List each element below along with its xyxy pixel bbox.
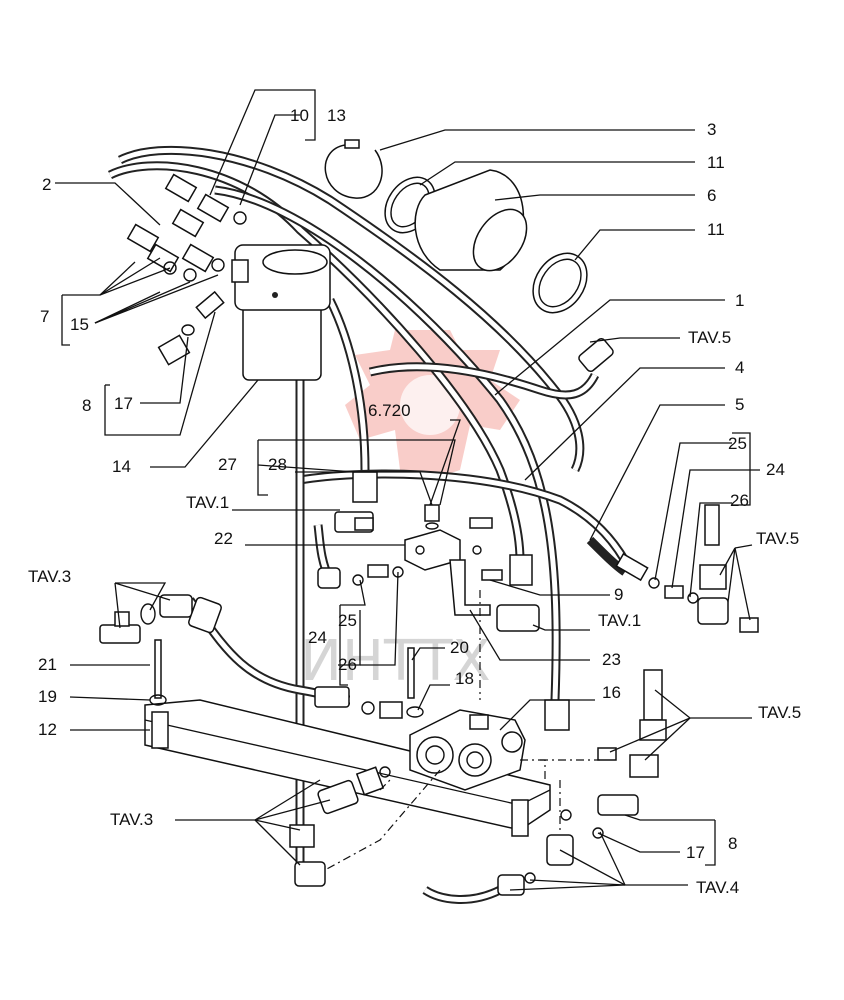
label-24-left: 24 <box>308 628 327 647</box>
label-21: 21 <box>38 655 57 674</box>
label-17-left: 17 <box>114 394 133 413</box>
label-22: 22 <box>214 529 233 548</box>
label-18: 18 <box>455 669 474 688</box>
label-tav5-top: TAV.5 <box>688 328 731 347</box>
label-tav5-lower: TAV.5 <box>758 703 801 722</box>
label-3: 3 <box>707 120 716 139</box>
label-6: 6 <box>707 186 716 205</box>
label-26-left: 26 <box>338 655 357 674</box>
label-25-right: 25 <box>728 434 747 453</box>
label-20: 20 <box>450 638 469 657</box>
label-17-right: 17 <box>686 843 705 862</box>
label-12: 12 <box>38 720 57 739</box>
label-tav1-right: TAV.1 <box>598 611 641 630</box>
label-tav4: TAV.4 <box>696 878 739 897</box>
label-26-right: 26 <box>730 491 749 510</box>
label-tav3-lower: TAV.3 <box>110 810 153 829</box>
label-tav1-left: TAV.1 <box>186 493 229 512</box>
label-8-left: 8 <box>82 396 91 415</box>
label-2: 2 <box>42 175 51 194</box>
label-25-left: 25 <box>338 611 357 630</box>
label-23: 23 <box>602 650 621 669</box>
leader-lines <box>55 89 760 891</box>
fittings-right <box>497 337 759 896</box>
label-16: 16 <box>602 683 621 702</box>
label-9: 9 <box>614 585 623 604</box>
label-27: 27 <box>218 455 237 474</box>
label-28: 28 <box>268 455 287 474</box>
filter-element-parts <box>324 139 588 314</box>
label-11-lower: 11 <box>707 220 725 239</box>
label-6720: 6.720 <box>368 401 411 420</box>
label-15: 15 <box>70 315 89 334</box>
label-7: 7 <box>40 307 49 326</box>
label-19: 19 <box>38 687 57 706</box>
label-8-right: 8 <box>728 834 737 853</box>
callout-labels: 10 13 2 3 11 6 11 1 TAV.5 4 5 7 15 8 17 … <box>28 106 801 897</box>
valve-and-base <box>144 699 570 837</box>
label-24-right: 24 <box>766 460 785 479</box>
label-1: 1 <box>735 291 744 310</box>
tav3-fittings <box>99 517 424 887</box>
filter-housing <box>231 244 331 381</box>
label-13: 13 <box>327 106 346 125</box>
label-5: 5 <box>735 395 744 414</box>
label-10: 10 <box>290 106 309 125</box>
label-11-top: 11 <box>707 153 725 172</box>
fittings-cluster <box>126 173 247 366</box>
label-tav5-mid: TAV.5 <box>756 529 799 548</box>
label-4: 4 <box>735 358 744 377</box>
label-tav3-top: TAV.3 <box>28 567 71 586</box>
assembly-lines <box>324 590 600 871</box>
label-14: 14 <box>112 457 131 476</box>
